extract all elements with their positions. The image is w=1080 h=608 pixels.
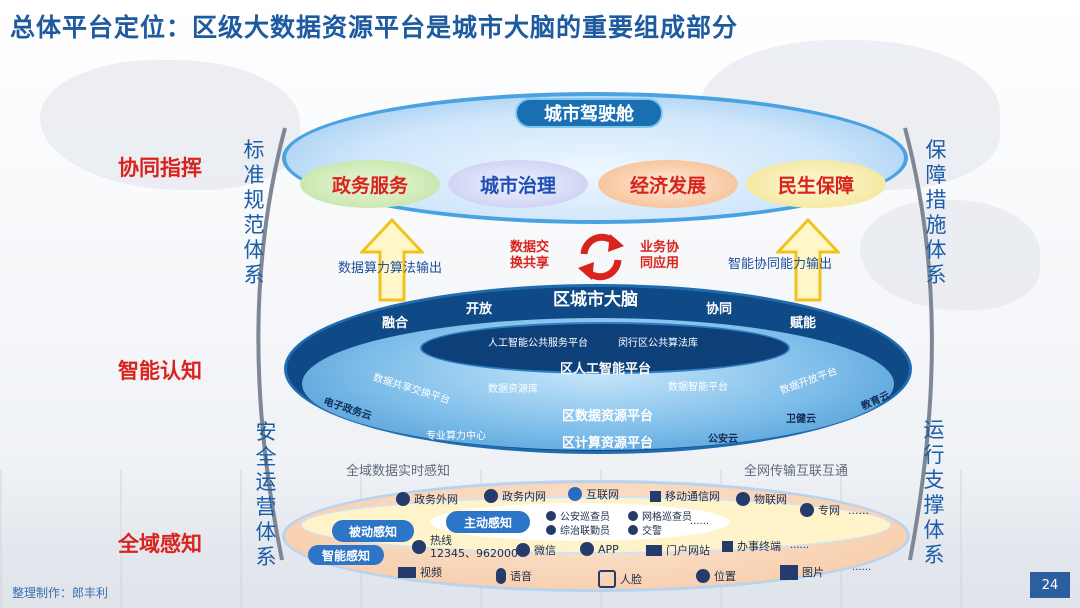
footer-maker: 整理制作：郎丰利 <box>12 586 109 600</box>
person-icon <box>628 510 638 521</box>
side-guarantee: 保障措施体系 <box>925 138 947 287</box>
net-ellipsis: ...... <box>848 504 869 517</box>
ie-icon <box>568 487 582 501</box>
sensor-face: 人脸 <box>598 570 642 588</box>
transport-left: 全域数据实时感知 <box>346 464 451 479</box>
person-icon <box>546 510 556 521</box>
exchange-left-label: 数据交 换共享 <box>510 240 550 271</box>
active-joint-duty: 综治联勤员 <box>546 522 610 537</box>
camera-icon <box>398 566 416 578</box>
monitor-icon <box>646 544 662 556</box>
person-icon <box>546 524 556 535</box>
iot-icon <box>736 492 750 506</box>
channel-ellipsis: ...... <box>790 540 810 551</box>
transport-right: 全网传输互联互通 <box>744 464 849 479</box>
sensor-video: 视频 <box>398 564 442 580</box>
sim-icon <box>650 490 661 502</box>
compute-platform-label: 区计算资源平台 <box>562 436 654 451</box>
side-operation: 运行支撑体系 <box>923 418 945 567</box>
sensor-location: 位置 <box>696 568 736 584</box>
compute-center: 专业算力中心 <box>426 431 486 442</box>
net-iot: 物联网 <box>736 491 787 507</box>
label-coordination: 协同指挥 <box>118 156 202 180</box>
channel-hotline: 热线 12345、962000 <box>412 534 518 560</box>
channel-terminal: 办事终端 <box>722 538 781 554</box>
map-bg-shape <box>40 60 300 190</box>
ring-word-fusion: 融合 <box>382 316 409 331</box>
page-title: 总体平台定位：区级大数据资源平台是城市大脑的重要组成部分 <box>10 13 739 42</box>
up-arrow-right <box>776 218 840 302</box>
net-gov-external: 政务外网 <box>396 491 458 507</box>
service-government: 政务服务 <box>300 160 440 208</box>
smart-perception-label: 智能感知 <box>308 545 384 565</box>
brain-title: 区城市大脑 <box>553 290 638 310</box>
cockpit-badge: 城市驾驶舱 <box>515 98 663 128</box>
service-governance: 城市治理 <box>448 160 588 208</box>
phone-icon <box>412 540 426 554</box>
face-scan-icon <box>598 570 616 588</box>
label-cognition: 智能认知 <box>118 359 202 383</box>
side-security: 安全运营体系 <box>255 420 277 569</box>
globe-icon <box>396 492 410 506</box>
network-icon <box>800 503 814 517</box>
page-number: 24 <box>1030 572 1070 598</box>
active-police-patrol: 公安巡查员 <box>546 508 610 523</box>
brain-ai-core <box>420 322 790 374</box>
location-pin-icon <box>696 569 710 583</box>
net-internet: 互联网 <box>568 486 619 502</box>
channel-wechat: 微信 <box>516 542 556 558</box>
algorithm-library: 闵行区公共算法库 <box>618 338 698 349</box>
passive-perception-label: 被动感知 <box>332 520 414 542</box>
active-traffic-police: 交警 <box>628 522 662 537</box>
net-gov-internal: 政务内网 <box>484 488 546 504</box>
cycle-arrows-icon <box>578 233 624 281</box>
person-icon <box>628 524 638 535</box>
channel-app: APP <box>580 542 619 556</box>
sensor-voice: 语音 <box>496 568 532 584</box>
net-private: 专网 <box>800 502 840 518</box>
ring-word-empower: 赋能 <box>790 316 817 331</box>
microphone-icon <box>496 568 506 584</box>
cloud-health: 卫健云 <box>786 414 816 425</box>
active-perception-label: 主动感知 <box>446 511 530 533</box>
side-standards: 标准规范体系 <box>243 138 265 287</box>
up-arrow-left <box>360 218 424 302</box>
tablet-icon <box>722 540 733 552</box>
ai-platform-label: 区人工智能平台 <box>560 362 652 377</box>
right-output-label: 智能协同能力输出 <box>728 257 833 272</box>
wechat-icon <box>516 543 530 557</box>
sensor-image: 图片 <box>780 564 824 580</box>
picture-icon <box>780 564 798 580</box>
left-output-label: 数据算力算法输出 <box>338 261 443 276</box>
service-livelihood: 民生保障 <box>746 160 886 208</box>
active-grid-patrol: 网格巡查员 <box>628 508 692 523</box>
ai-service-platform: 人工智能公共服务平台 <box>488 338 588 349</box>
exchange-right-label: 业务协 同应用 <box>640 240 680 271</box>
net-mobile: 移动通信网 <box>650 488 720 504</box>
ring-word-coordinate: 协同 <box>706 302 733 317</box>
label-perception: 全域感知 <box>118 532 202 556</box>
sensor-ellipsis: ...... <box>852 562 872 573</box>
data-platform-label: 区数据资源平台 <box>562 409 654 424</box>
active-ellipsis: ...... <box>690 516 710 527</box>
data-resource-lib: 数据资源库 <box>488 384 538 395</box>
channel-portal: 门户网站 <box>646 542 710 558</box>
app-icon <box>580 542 594 556</box>
globe-icon <box>484 489 498 503</box>
ring-word-open: 开放 <box>466 302 493 317</box>
map-bg-shape <box>860 200 1040 310</box>
service-economy: 经济发展 <box>598 160 738 208</box>
data-intelligence-platform: 数据智能平台 <box>668 382 728 393</box>
cloud-police: 公安云 <box>708 434 738 445</box>
